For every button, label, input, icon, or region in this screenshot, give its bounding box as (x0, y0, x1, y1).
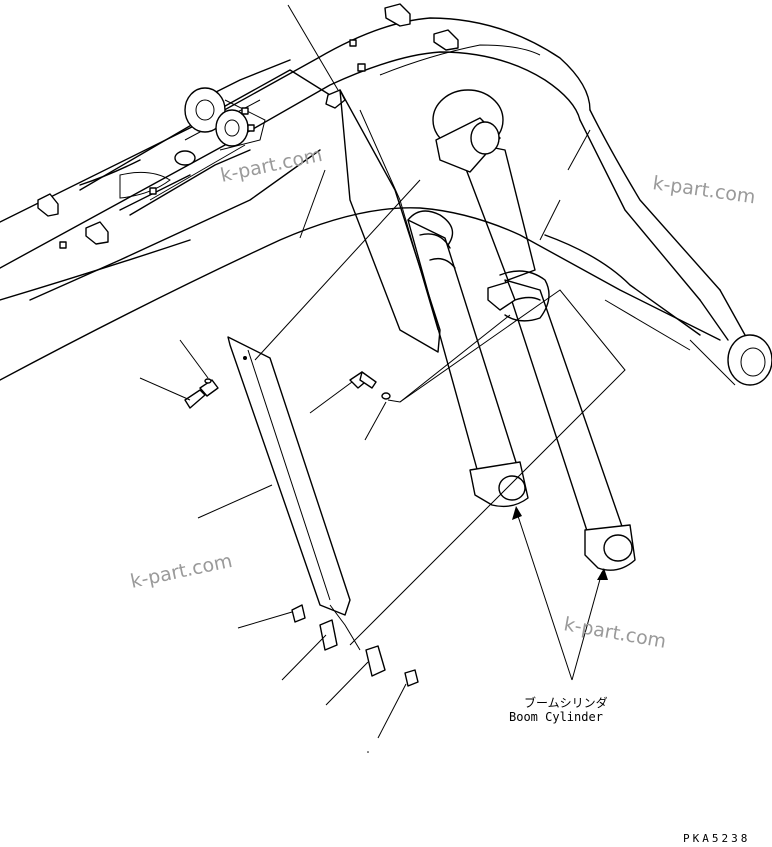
watermark-3: k-part.com (128, 550, 234, 593)
leader-lines (139, 4, 626, 739)
watermark-2: k-part.com (651, 172, 757, 208)
boom-cylinder-left (407, 210, 529, 508)
label-boom-cylinder-en: Boom Cylinder (509, 710, 603, 724)
watermark-1: k-part.com (218, 144, 324, 187)
label-boom-cylinder-jp: ブームシリンダ (524, 695, 608, 710)
boom-cover-plate (339, 89, 441, 353)
boom-brackets (37, 3, 459, 249)
drawing-code: PKA5238 (683, 832, 750, 845)
boom-structure (0, 17, 772, 386)
watermark-4: k-part.com (562, 613, 668, 653)
arm-bracket (29, 59, 331, 301)
fasteners (184, 371, 419, 687)
boom-cylinder-right (432, 89, 636, 571)
exploded-cover-panel (227, 336, 361, 651)
